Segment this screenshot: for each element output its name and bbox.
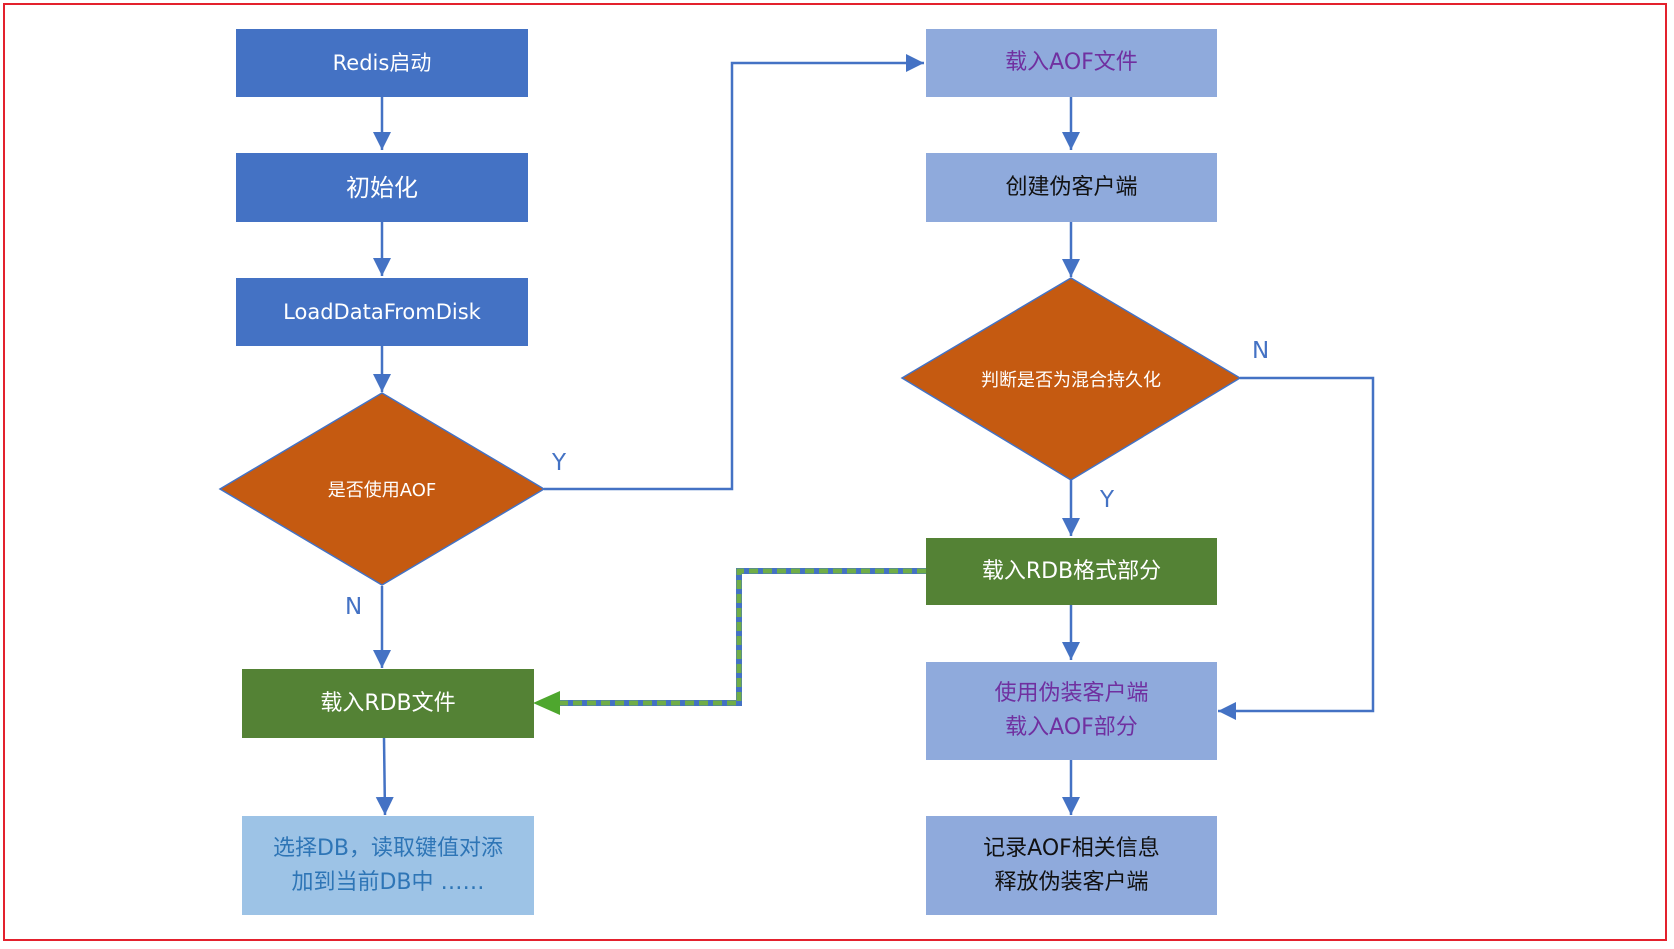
node-load-aof-file: 载入AOF文件 bbox=[926, 29, 1217, 97]
arrow-rdb-part-to-rdb-file-dash bbox=[560, 568, 926, 706]
node-redis-start-label: Redis启动 bbox=[332, 51, 432, 75]
decision-use-aof-label: 是否使用AOF bbox=[327, 480, 437, 501]
decision-mixed-label: 判断是否为混合持久化 bbox=[981, 370, 1161, 391]
node-select-db: 选择DB，读取键值对添 加到当前DB中 …… bbox=[242, 816, 534, 915]
node-select-db-line1: 选择DB，读取键值对添 bbox=[272, 835, 504, 861]
node-select-db-line2: 加到当前DB中 …… bbox=[291, 869, 485, 895]
node-load-rdb-part: 载入RDB格式部分 bbox=[926, 538, 1217, 605]
node-load-rdb-file: 载入RDB文件 bbox=[242, 669, 534, 738]
node-load-data-label: LoadDataFromDisk bbox=[283, 300, 481, 324]
node-use-fake-client-load-aof: 使用伪装客户端 载入AOF部分 bbox=[926, 662, 1217, 760]
arrow-rdb-file-arrowhead bbox=[533, 691, 560, 715]
node-use-fake-line1: 使用伪装客户端 bbox=[994, 681, 1149, 706]
node-init-label: 初始化 bbox=[346, 173, 418, 202]
arrow-mixed-no-to-use-fake bbox=[1218, 376, 1375, 720]
edge-label-use-aof-no: N bbox=[345, 594, 363, 620]
node-load-rdb-part-label: 载入RDB格式部分 bbox=[981, 558, 1162, 584]
arrow-rdb-to-selectdb bbox=[375, 737, 394, 816]
edge-label-mixed-yes: Y bbox=[1100, 487, 1115, 513]
node-load-rdb-file-label: 载入RDB文件 bbox=[320, 690, 456, 716]
node-record-line2: 释放伪装客户端 bbox=[994, 869, 1149, 895]
node-init: 初始化 bbox=[236, 153, 528, 222]
node-load-aof-file-label: 载入AOF文件 bbox=[1005, 50, 1138, 75]
node-record-line1: 记录AOF相关信息 bbox=[983, 835, 1160, 861]
edge-label-use-aof-yes: Y bbox=[552, 450, 567, 476]
node-redis-start: Redis启动 bbox=[236, 29, 528, 97]
arrow-rdb-part-to-rdb-file bbox=[560, 568, 926, 706]
edge-label-mixed-no: N bbox=[1252, 338, 1270, 364]
diagram-frame bbox=[3, 3, 1667, 941]
decision-use-aof-shape bbox=[218, 392, 546, 586]
node-use-fake-line2: 载入AOF部分 bbox=[1005, 715, 1138, 740]
node-record-aof-info: 记录AOF相关信息 释放伪装客户端 bbox=[926, 816, 1217, 915]
node-create-fake-client: 创建伪客户端 bbox=[926, 153, 1217, 222]
arrow-decision-yes-to-aof bbox=[544, 54, 924, 491]
node-load-data-from-disk: LoadDataFromDisk bbox=[236, 278, 528, 346]
node-create-fake-client-label: 创建伪客户端 bbox=[1005, 174, 1138, 200]
